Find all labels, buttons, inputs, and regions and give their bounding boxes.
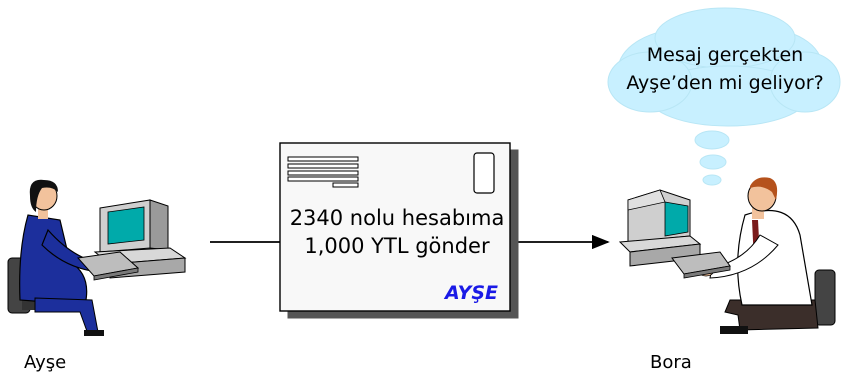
thought-line-1: Mesaj gerçekten	[646, 44, 804, 66]
thought-cloud	[607, 7, 841, 186]
letter-signature: AYŞE	[445, 282, 498, 304]
thought-line-2: Ayşe’den mi geliyor?	[626, 72, 824, 94]
sender-name: Ayşe	[24, 352, 67, 373]
sender-figure	[7, 179, 187, 336]
stamp-box	[473, 152, 495, 194]
address-lines	[287, 156, 359, 188]
receiver-figure	[618, 177, 836, 334]
letter-line-2: 1,000 YTL gönder	[304, 234, 490, 258]
letter-line-1: 2340 nolu hesabıma	[289, 206, 505, 230]
letter-envelope	[279, 142, 519, 319]
receiver-name: Bora	[650, 352, 692, 373]
